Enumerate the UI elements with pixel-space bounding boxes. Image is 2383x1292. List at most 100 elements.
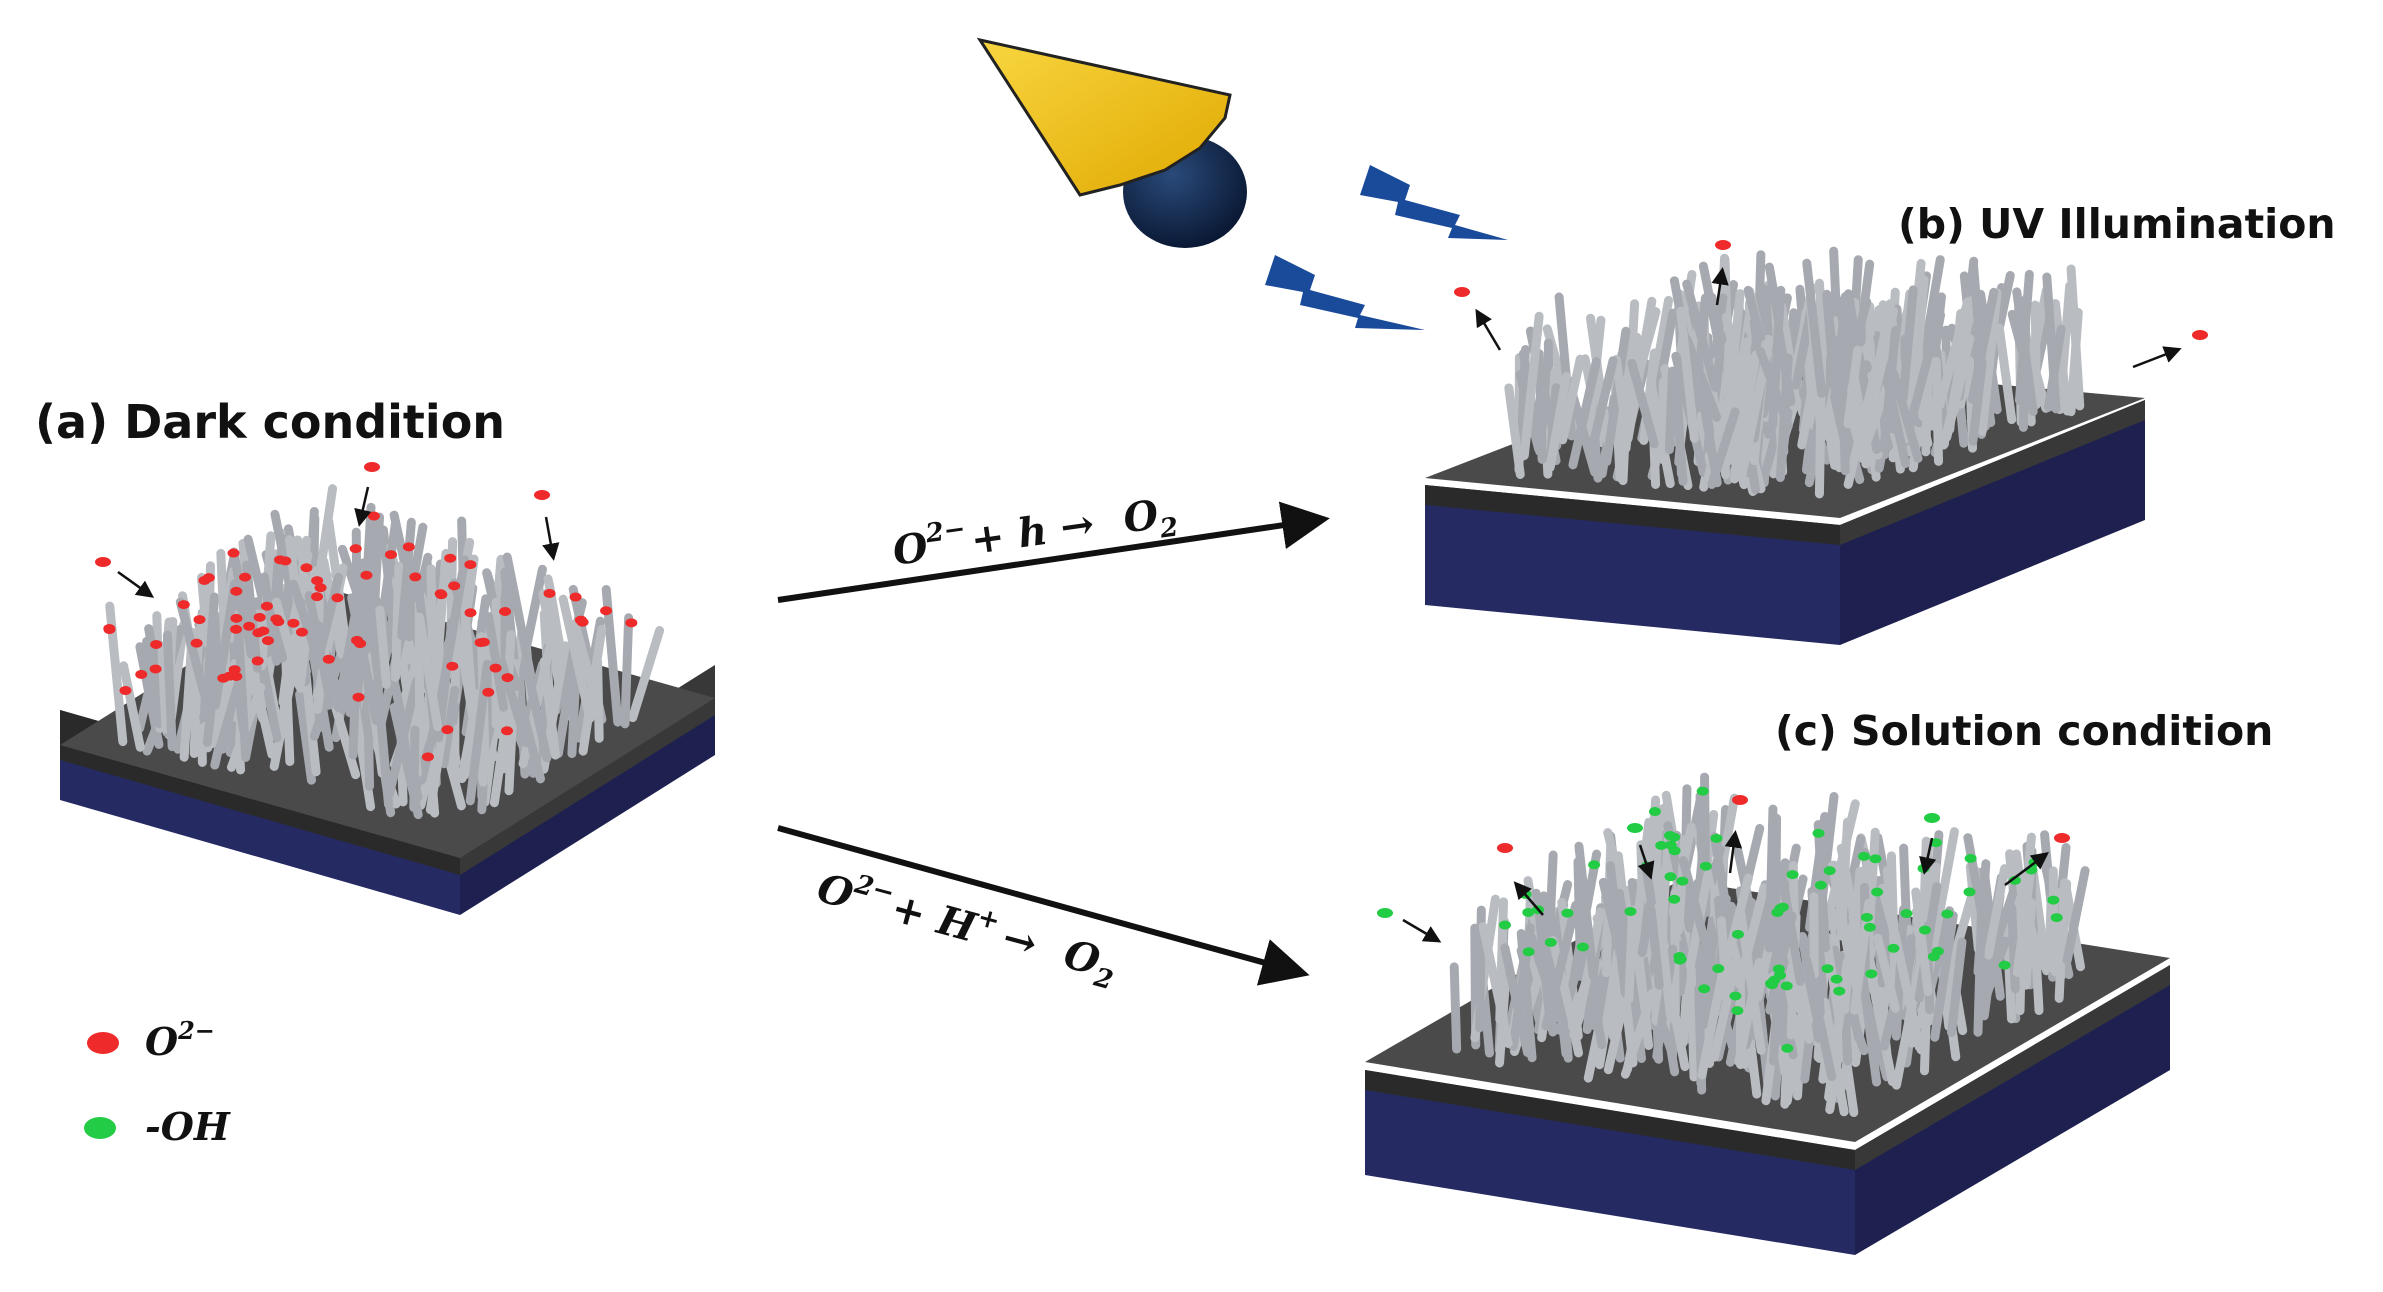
oxygen-ion (543, 588, 556, 598)
nanorod (233, 616, 251, 762)
substrate-c-side (1855, 965, 2170, 1255)
nanorod (1973, 904, 1987, 1037)
desorbing-oxygen-b (1454, 240, 2208, 369)
nanorod (516, 699, 545, 784)
oxygen-ion (1454, 287, 1470, 297)
reaction-solution: O2−+ H+→O2 (777, 825, 1310, 996)
panel-b: (b) UV Illumination (1425, 200, 2336, 645)
nanorod (1977, 288, 2002, 436)
oxygen-ion (257, 626, 270, 636)
oxygen-ion (1732, 795, 1748, 805)
hydroxyl-ion (1865, 969, 1878, 979)
nanorod (1843, 854, 1873, 951)
oxygen-ion (230, 613, 243, 623)
oxygen-ion (464, 560, 477, 570)
hydroxyl-ion (1522, 907, 1535, 917)
nanorod (1947, 937, 1967, 1037)
nanorod (1735, 883, 1769, 989)
hydroxyl-ion (1930, 838, 1943, 848)
hydroxyl-ion (2050, 913, 2063, 923)
oxygen-ion (150, 639, 163, 649)
oxygen-ion (435, 590, 448, 600)
nanorod (2055, 281, 2075, 415)
oxygen-ion (569, 592, 582, 602)
nanorod (1676, 306, 1699, 443)
nanorod (1519, 311, 1544, 460)
nanorod (1873, 933, 1900, 1013)
nanorod (361, 513, 381, 654)
nanorod (1622, 307, 1661, 422)
nanorod (1840, 934, 1855, 1015)
nanorod (1967, 287, 1999, 404)
nanorod (1709, 793, 1739, 919)
oxygen-ion (367, 511, 380, 521)
panel-b-title: (b) UV Illumination (1898, 200, 2336, 248)
nanorod (493, 646, 531, 748)
arrow-icon (1919, 837, 1937, 875)
nanorod (1534, 349, 1547, 464)
nanorod (1768, 285, 1786, 430)
nanorod (1630, 817, 1654, 944)
oxygen-ion (202, 573, 215, 583)
nanorod (1905, 311, 1944, 431)
nanorod (390, 561, 404, 682)
oxygen-ion (351, 635, 364, 645)
nanorod (201, 592, 219, 721)
oxygen-ion (295, 627, 308, 637)
arrow-icon (1724, 830, 1743, 874)
oxygen-ion (2054, 833, 2070, 843)
hydroxyl-ion (1765, 978, 1778, 988)
nanorod (578, 624, 607, 756)
oxygen-ion (477, 637, 490, 647)
nanorod (1859, 330, 1894, 444)
hydroxyl-ion (1830, 974, 1843, 984)
reaction-arrow-uv (777, 501, 1330, 603)
nanorod (1568, 357, 1601, 470)
hydroxyl-ion (1664, 872, 1677, 882)
nanorod (628, 626, 665, 723)
nanorod (1890, 928, 1924, 1052)
nanorod (426, 564, 438, 660)
reaction-uv-equation: O2−+ h →O2 (889, 485, 1180, 582)
nanorod (1449, 962, 1462, 1054)
hydroxyl-ion (1964, 853, 1977, 863)
nanorod (1718, 873, 1753, 980)
nanorod (1678, 856, 1718, 976)
nanorod (1574, 841, 1598, 981)
nanorod (1911, 887, 1933, 997)
hydroxyl-ion (1699, 861, 1712, 871)
legend-item-oxygen: O2− (87, 1016, 215, 1064)
adsorbed-hydroxyl-c (1498, 786, 2063, 1053)
nanorod (1605, 861, 1630, 998)
nanorod (1802, 956, 1837, 1082)
hydroxyl-ion (1710, 833, 1723, 843)
hydroxyl-ion (1781, 1043, 1794, 1053)
nanorod (1478, 922, 1513, 1048)
nanorod (437, 555, 470, 701)
nanorod (1802, 258, 1827, 398)
nanorods-b (1504, 246, 2085, 499)
oxygen-ion (230, 624, 243, 634)
surface-exchange-c (1377, 795, 2070, 943)
oxygen-ion (230, 586, 243, 596)
oxygen-ion (331, 593, 344, 603)
lightning-icon (1265, 255, 1425, 330)
nanorod (1504, 383, 1525, 479)
oxygen-ion (95, 557, 111, 567)
hydroxyl-ion (1648, 807, 1661, 817)
oxygen-ion (239, 572, 252, 582)
oxygen-ion (464, 608, 477, 618)
hydroxyl-ion (1663, 831, 1676, 841)
oxygen-ion (489, 663, 502, 673)
hydroxyl-ion (1900, 909, 1913, 919)
nanorod (397, 517, 416, 641)
hydroxyl-ion (1498, 920, 1511, 930)
oxygen-ion (177, 600, 190, 610)
panel-c: (c) Solution condition (1365, 707, 2273, 1255)
nanorod (1889, 368, 1923, 463)
adsorbed-oxygen-a (103, 511, 638, 762)
lightning-icon (1360, 165, 1508, 240)
oxygen-ion (135, 669, 148, 679)
lamp-cone (976, 37, 1232, 197)
